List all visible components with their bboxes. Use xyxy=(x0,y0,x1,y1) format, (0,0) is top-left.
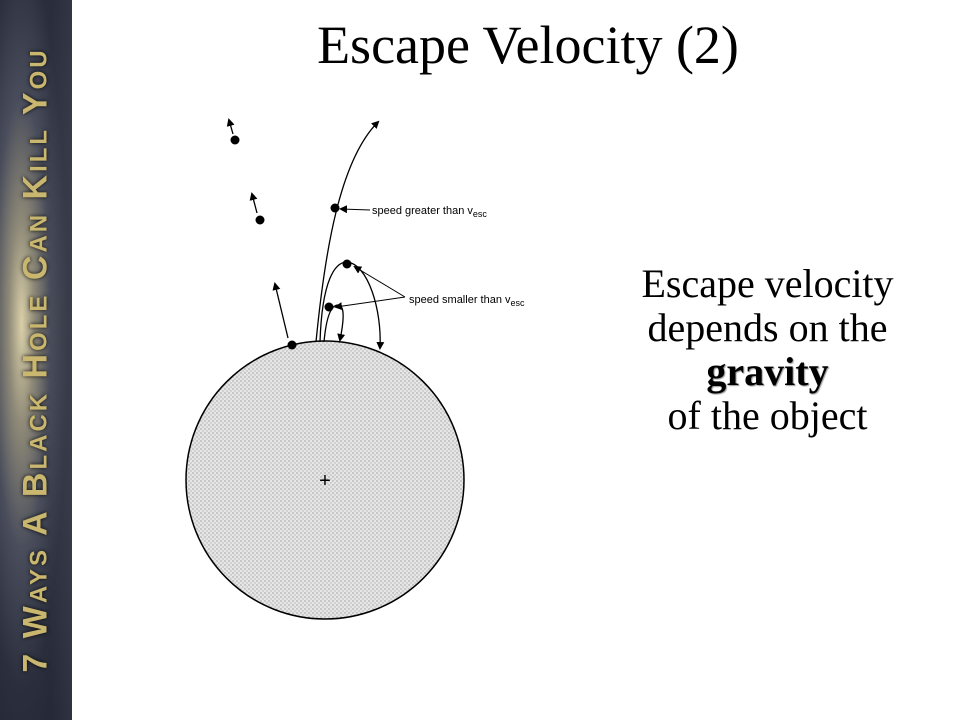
return-label-pointer-2 xyxy=(334,296,406,311)
sidebar-banner-text: 7 Ways A Black Hole Can Kill You xyxy=(16,47,55,673)
statement-keyword: gravity xyxy=(706,349,829,394)
statement-line-1: Escape velocity xyxy=(641,261,894,306)
launch-velocity-arrow xyxy=(272,282,289,339)
slide-title: Escape Velocity (2) xyxy=(317,15,739,75)
escape-label-pointer xyxy=(339,205,371,214)
return-label-pointer-1 xyxy=(353,265,406,298)
distant-object-1 xyxy=(230,135,240,145)
label-speed-smaller: speed smaller than vesc xyxy=(409,294,525,308)
statement-line-3: of the object xyxy=(667,393,868,438)
distant-object-2-arrow xyxy=(249,192,258,214)
launch-object xyxy=(287,340,297,350)
statement-line-2: depends on the xyxy=(647,305,888,350)
distant-object-1-arrow xyxy=(226,118,235,135)
statement-text: Escape velocity depends on the gravity o… xyxy=(600,262,935,438)
planet-body xyxy=(185,340,465,620)
distant-object-2 xyxy=(255,215,265,225)
escaping-object xyxy=(330,203,340,213)
planet-center-mark: + xyxy=(319,470,331,492)
escape-velocity-diagram: + speed greater than vesc speed smaller … xyxy=(185,118,525,620)
returning-object-high xyxy=(342,259,352,269)
label-speed-greater: speed greater than vesc xyxy=(372,205,487,219)
sidebar-banner: 7 Ways A Black Hole Can Kill You xyxy=(0,0,72,720)
returning-object-low xyxy=(324,302,334,312)
